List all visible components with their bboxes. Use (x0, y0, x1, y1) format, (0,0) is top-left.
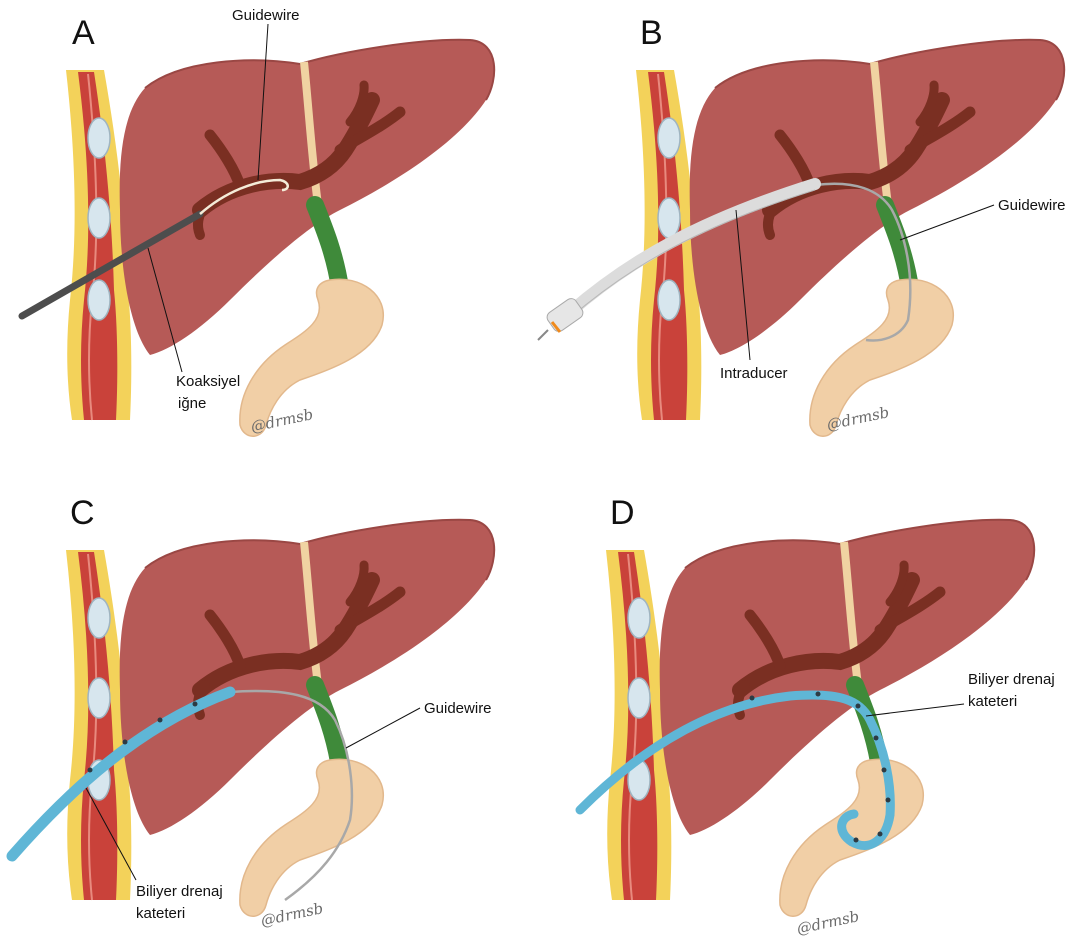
needle-label: Koaksiyel (176, 373, 240, 390)
guidewire-label: Guidewire (232, 7, 300, 24)
panel-letter-c: C (70, 494, 95, 532)
panel-d: D Biliyer drenaj kateteri @drmsb (580, 494, 1055, 938)
panel-letter-a: A (72, 14, 95, 52)
panel-letter-b: B (640, 14, 663, 52)
catheter-leader (866, 704, 964, 716)
guidewire-label: Guidewire (424, 700, 492, 717)
introducer-label: Intraducer (720, 365, 788, 382)
catheter-label: Biliyer drenaj (968, 671, 1055, 688)
watermark: @drmsb (259, 899, 325, 930)
panel-a: A Guidewire Koaksiyel iğne @drmsb (22, 7, 494, 436)
panel-c: C Guidewire Biliyer drenaj kateteri @drm… (12, 494, 494, 930)
catheter-label-2: kateteri (968, 693, 1017, 710)
watermark: @drmsb (795, 907, 861, 938)
catheter-label-2: kateteri (136, 905, 185, 922)
guidewire-leader (346, 708, 420, 748)
panel-b: B Guidewire Intraducer @drmsb (538, 14, 1066, 436)
guidewire-leader (900, 205, 994, 240)
guidewire-label: Guidewire (998, 197, 1066, 214)
needle-label-2: iğne (178, 395, 206, 412)
panel-letter-d: D (610, 494, 635, 532)
catheter-label: Biliyer drenaj (136, 883, 223, 900)
